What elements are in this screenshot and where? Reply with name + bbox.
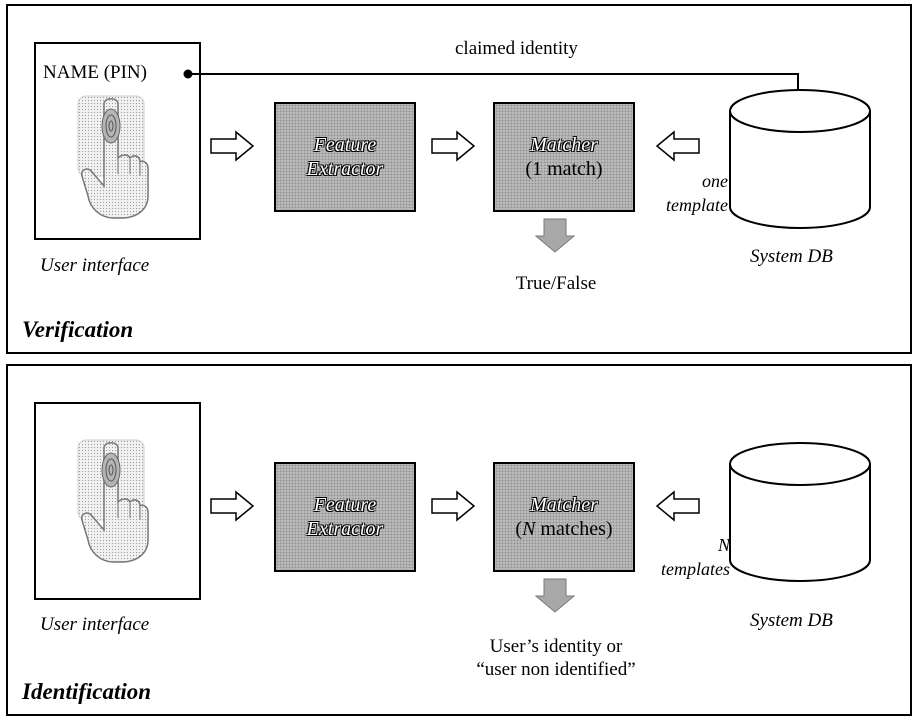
hollow-right-arrow-icon xyxy=(431,131,475,161)
templates-word: templates xyxy=(661,559,730,579)
user-interface-box xyxy=(34,42,201,240)
feature-extractor-line2: Extractor xyxy=(306,518,384,540)
user-interface-caption: User interface xyxy=(40,614,150,635)
templates-count: one xyxy=(702,171,728,191)
matcher-title: Matcher xyxy=(530,134,598,156)
output-line1: User’s identity or xyxy=(489,636,623,657)
verification-panel: NAME (PIN) claimed identity User interfa… xyxy=(6,4,912,354)
feature-extractor-line1: Feature xyxy=(313,494,377,516)
templates-label: one template xyxy=(638,169,728,217)
claimed-identity-label: claimed identity xyxy=(455,38,578,59)
matcher-n: N xyxy=(522,518,536,540)
hollow-left-arrow-icon xyxy=(656,131,700,161)
pin-label: NAME (PIN) xyxy=(43,62,147,83)
feature-extractor-box: Feature Extractor xyxy=(274,462,416,572)
gray-down-arrow-icon xyxy=(535,218,575,253)
matcher-mode: (N matches) xyxy=(515,518,613,540)
hollow-right-arrow-icon xyxy=(210,491,254,521)
user-interface-box xyxy=(34,402,201,600)
matcher-box: Matcher (N matches) xyxy=(493,462,635,572)
templates-count: N xyxy=(717,535,730,555)
hollow-left-arrow-icon xyxy=(656,491,700,521)
matcher-box: Matcher (1 match) xyxy=(493,102,635,212)
user-interface-caption: User interface xyxy=(40,255,150,276)
matcher-mode: (1 match) xyxy=(525,158,603,180)
gray-down-arrow-icon xyxy=(535,578,575,613)
system-db-caption: System DB xyxy=(750,610,833,631)
hollow-right-arrow-icon xyxy=(431,491,475,521)
templates-label: N templates xyxy=(640,533,730,581)
hollow-right-arrow-icon xyxy=(210,131,254,161)
templates-word: template xyxy=(666,195,728,215)
feature-extractor-line2: Extractor xyxy=(306,158,384,180)
system-db-caption: System DB xyxy=(750,246,833,267)
output-label: True/False xyxy=(515,273,597,294)
panel-title: Identification xyxy=(22,679,152,704)
panel-title: Verification xyxy=(22,317,134,342)
output-line2: “user non identified” xyxy=(476,659,636,680)
identification-panel: User interface Feature Extractor Matcher… xyxy=(6,364,912,716)
database-cylinder-icon xyxy=(729,442,871,582)
fingerprint-hand-icon xyxy=(77,439,149,563)
matcher-title: Matcher xyxy=(530,494,598,516)
feature-extractor-box: Feature Extractor xyxy=(274,102,416,212)
feature-extractor-line1: Feature xyxy=(313,134,377,156)
database-cylinder-icon xyxy=(729,89,871,229)
matcher-mode-rest: matches) xyxy=(535,518,613,540)
output-label: User’s identity or “user non identified” xyxy=(446,635,666,681)
